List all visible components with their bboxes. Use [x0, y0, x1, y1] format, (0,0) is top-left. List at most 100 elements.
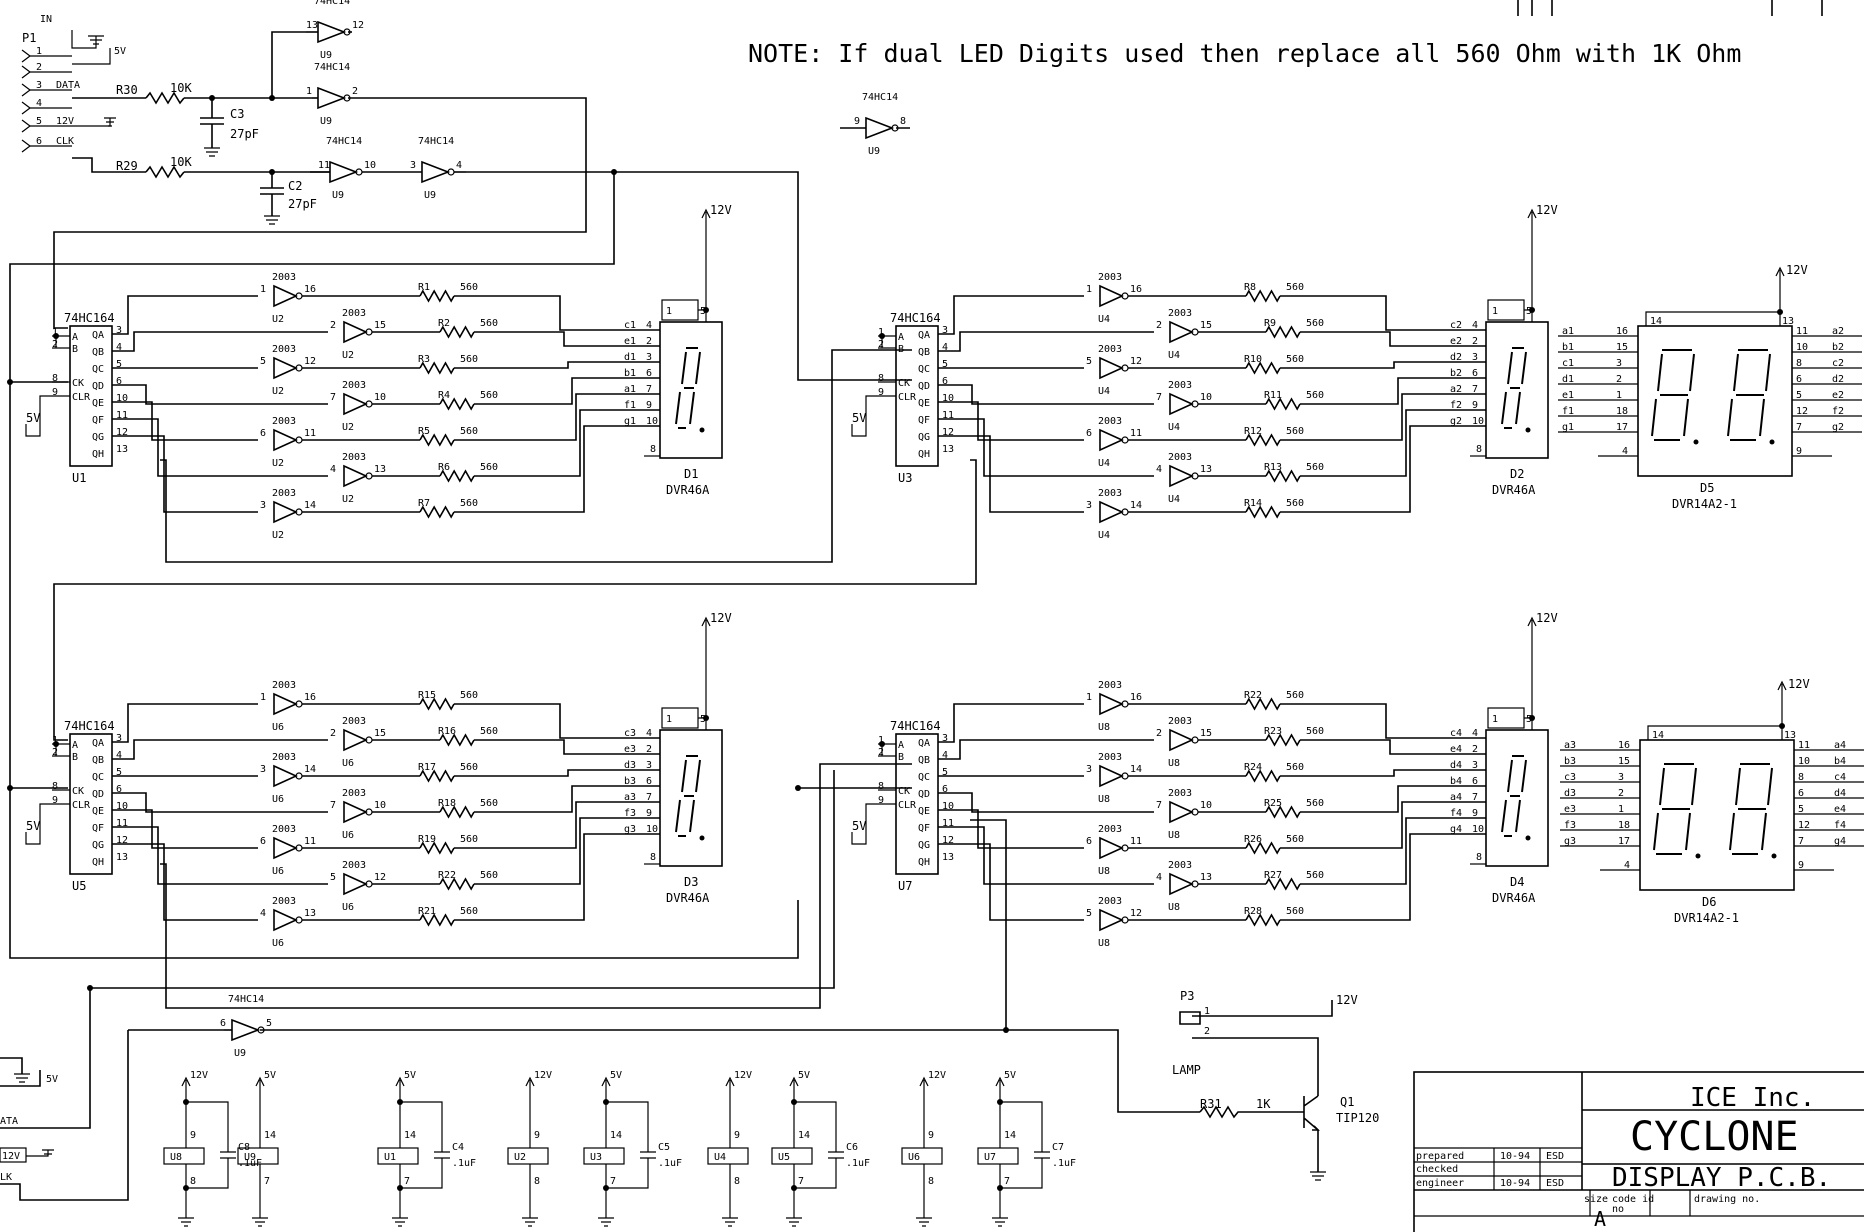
sr-ref: U3: [898, 471, 912, 485]
drv-ref: U8: [1168, 830, 1180, 841]
seg-pin: 4: [646, 320, 652, 331]
dual-right-pin: 6: [1798, 788, 1804, 799]
drv-part: 2003: [1098, 752, 1122, 763]
sr-part: 74HC164: [890, 719, 941, 733]
digit-dp: 8: [1476, 852, 1482, 863]
drv-out: 14: [304, 500, 316, 511]
drv-in: 7: [330, 800, 336, 811]
digit-ref: D1: [684, 467, 698, 481]
q1-part: TIP120: [1336, 1111, 1379, 1125]
digit-ref: D4: [1510, 875, 1524, 889]
res-ref: R12: [1244, 426, 1262, 437]
drv-part: 2003: [342, 380, 366, 391]
seg-label: d3: [624, 760, 636, 771]
dual-right-pin: 7: [1798, 836, 1804, 847]
sr-out-label: QF: [92, 823, 104, 834]
sr-out-label: QH: [92, 449, 104, 460]
res-val: 560: [1306, 462, 1324, 473]
res-ref: R4: [438, 390, 450, 401]
seg-label: g4: [1450, 824, 1462, 835]
dual-left-seg: b3: [1564, 756, 1576, 767]
drv-out: 10: [1200, 392, 1212, 403]
res-ref: R22: [1244, 690, 1262, 701]
sr-out-num: 5: [116, 359, 122, 370]
drv-in: 2: [330, 320, 336, 331]
drv-part: 2003: [1098, 488, 1122, 499]
seg-label: c1: [624, 320, 636, 331]
p1-pin-6: 6: [36, 136, 42, 147]
res-ref: R9: [1264, 318, 1276, 329]
dual-right-seg: c4: [1834, 772, 1846, 783]
digit-12v: 12V: [1536, 611, 1558, 625]
drv-in: 4: [330, 464, 336, 475]
res-ref: R8: [1244, 282, 1256, 293]
sr-5v: 5V: [852, 411, 866, 425]
p1-signal-3: DATA: [56, 80, 80, 91]
seg-label: d1: [624, 352, 636, 363]
sr-in-label: B: [72, 752, 78, 763]
drv-out: 10: [1200, 800, 1212, 811]
dual-left-pin: 2: [1618, 788, 1624, 799]
drv-ref: U6: [272, 794, 284, 805]
drv-out: 12: [374, 872, 386, 883]
dual-part: DVR14A2-1: [1672, 497, 1737, 511]
dual-left-pin: 18: [1618, 820, 1630, 831]
u9-gate-out: 10: [364, 160, 376, 171]
drv-out: 13: [304, 908, 316, 919]
dual-right-seg: e2: [1832, 390, 1844, 401]
seg-pin: 7: [646, 384, 652, 395]
dual-left-pin: 18: [1616, 406, 1628, 417]
res-ref: R27: [1264, 870, 1282, 881]
res-val: 560: [1286, 834, 1304, 845]
drv-out: 10: [374, 800, 386, 811]
dual-right-pin: 12: [1796, 406, 1808, 417]
sr-out-label: QE: [918, 806, 930, 817]
sr-in-label: CLR: [898, 392, 917, 403]
digit-part: DVR46A: [1492, 483, 1536, 497]
seg-label: g2: [1450, 416, 1462, 427]
digit-pin-r: 5: [1526, 306, 1532, 317]
sr-out-num: 4: [116, 750, 122, 761]
dec-bot: 8: [534, 1176, 540, 1187]
drv-part: 2003: [1098, 272, 1122, 283]
seg-pin: 10: [1472, 416, 1484, 427]
sr-in-num: 2: [52, 339, 58, 350]
drv-in: 2: [1156, 728, 1162, 739]
res-val: 560: [460, 762, 478, 773]
sr-out-label: QF: [92, 415, 104, 426]
dec-bot: 8: [928, 1176, 934, 1187]
u9-gate-in: 13: [306, 20, 318, 31]
pc-ata: ATA: [0, 1116, 18, 1127]
seg-pin: 6: [646, 776, 652, 787]
drv-part: 2003: [272, 488, 296, 499]
sr-out-num: 3: [116, 325, 122, 336]
digit-part: DVR46A: [666, 483, 710, 497]
sr-out-num: 11: [116, 410, 128, 421]
sr-out-label: QC: [918, 364, 930, 375]
res-ref: R3: [418, 354, 430, 365]
dual-left-seg: g1: [1562, 422, 1574, 433]
p1-pin-3: 3: [36, 80, 42, 91]
sr-out-num: 3: [942, 325, 948, 336]
tb-date-2: 10-94: [1500, 1178, 1530, 1189]
dec-val: .1uF: [846, 1158, 870, 1169]
res-ref: R7: [418, 498, 430, 509]
sr-out-label: QB: [918, 755, 930, 766]
res-val: 560: [1286, 690, 1304, 701]
sr-out-label: QE: [92, 398, 104, 409]
dual-left-seg: c3: [1564, 772, 1576, 783]
dual-left-pin: 1: [1616, 390, 1622, 401]
u9-gate-ref: U9: [234, 1048, 246, 1059]
drv-out: 15: [374, 320, 386, 331]
digit-12v: 12V: [710, 611, 732, 625]
sr-out-label: QG: [918, 432, 930, 443]
drv-in: 6: [260, 836, 266, 847]
sr-part: 74HC164: [64, 311, 115, 325]
sr-in-num: 9: [878, 795, 884, 806]
pc-5v: 5V: [46, 1074, 58, 1085]
sr-in-label: A: [72, 740, 78, 751]
